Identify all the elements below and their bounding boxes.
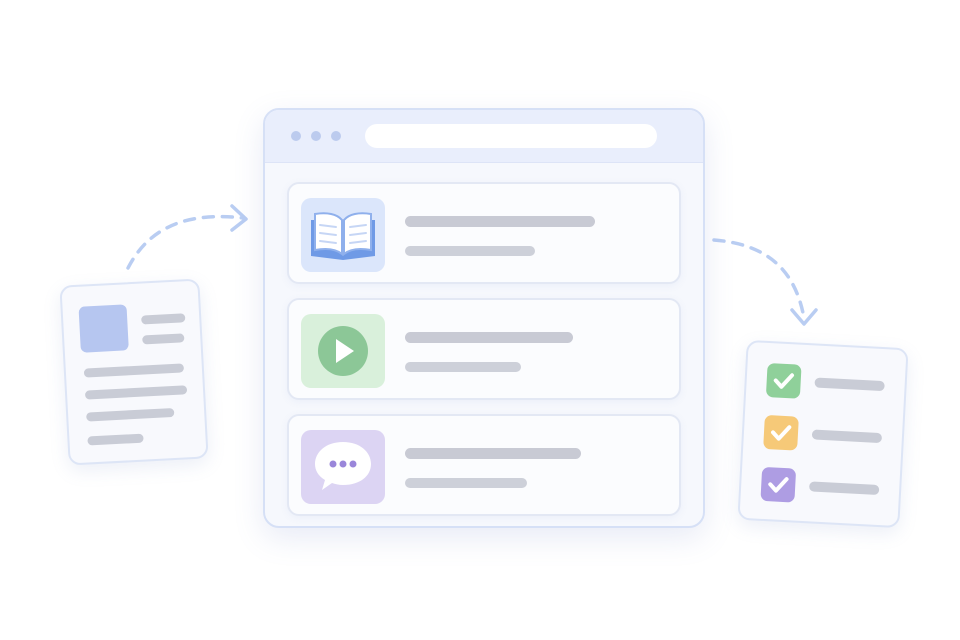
checkbox-checked[interactable]	[760, 466, 797, 503]
checkmark-icon	[773, 373, 795, 389]
arrowhead-doc-to-browser	[230, 204, 248, 232]
text-placeholder	[83, 363, 185, 378]
title-placeholder	[405, 332, 573, 343]
subtitle-placeholder	[405, 478, 527, 488]
text-placeholder	[84, 385, 188, 400]
subtitle-placeholder	[405, 246, 535, 256]
checkmark-icon	[768, 477, 789, 493]
text-placeholder	[87, 433, 144, 446]
browser-window	[263, 108, 705, 528]
title-placeholder	[405, 216, 595, 227]
image-placeholder	[78, 304, 129, 353]
list-item[interactable]	[287, 414, 681, 516]
window-dot[interactable]	[291, 131, 301, 141]
checkbox-checked[interactable]	[765, 363, 802, 399]
checklist-card	[737, 339, 909, 529]
text-placeholder	[86, 407, 175, 422]
list-item[interactable]	[287, 298, 681, 400]
text-placeholder	[141, 313, 186, 325]
text-placeholder	[808, 481, 880, 496]
checklist-item[interactable]	[760, 466, 888, 508]
book-tile	[301, 198, 385, 272]
checkbox-checked[interactable]	[763, 414, 799, 451]
browser-titlebar	[265, 110, 703, 163]
list-item[interactable]	[287, 182, 681, 284]
document-card	[59, 278, 209, 466]
chat-tile	[301, 430, 385, 504]
window-dot[interactable]	[331, 131, 341, 141]
arrow-browser-to-checklist	[712, 238, 806, 320]
checklist-item[interactable]	[765, 363, 894, 404]
text-placeholder	[142, 333, 185, 345]
open-book-icon	[311, 212, 375, 260]
play-icon	[318, 326, 368, 376]
subtitle-placeholder	[405, 362, 521, 372]
text-placeholder	[811, 429, 883, 444]
checkmark-icon	[771, 425, 792, 441]
title-placeholder	[405, 448, 581, 459]
arrowhead-browser-to-checklist	[790, 308, 818, 326]
address-bar[interactable]	[365, 124, 657, 148]
window-dot[interactable]	[311, 131, 321, 141]
video-tile	[301, 314, 385, 388]
checklist-item[interactable]	[763, 414, 891, 456]
arrow-doc-to-browser	[126, 214, 245, 270]
chat-bubble-icon	[315, 442, 371, 490]
text-placeholder	[814, 377, 885, 392]
